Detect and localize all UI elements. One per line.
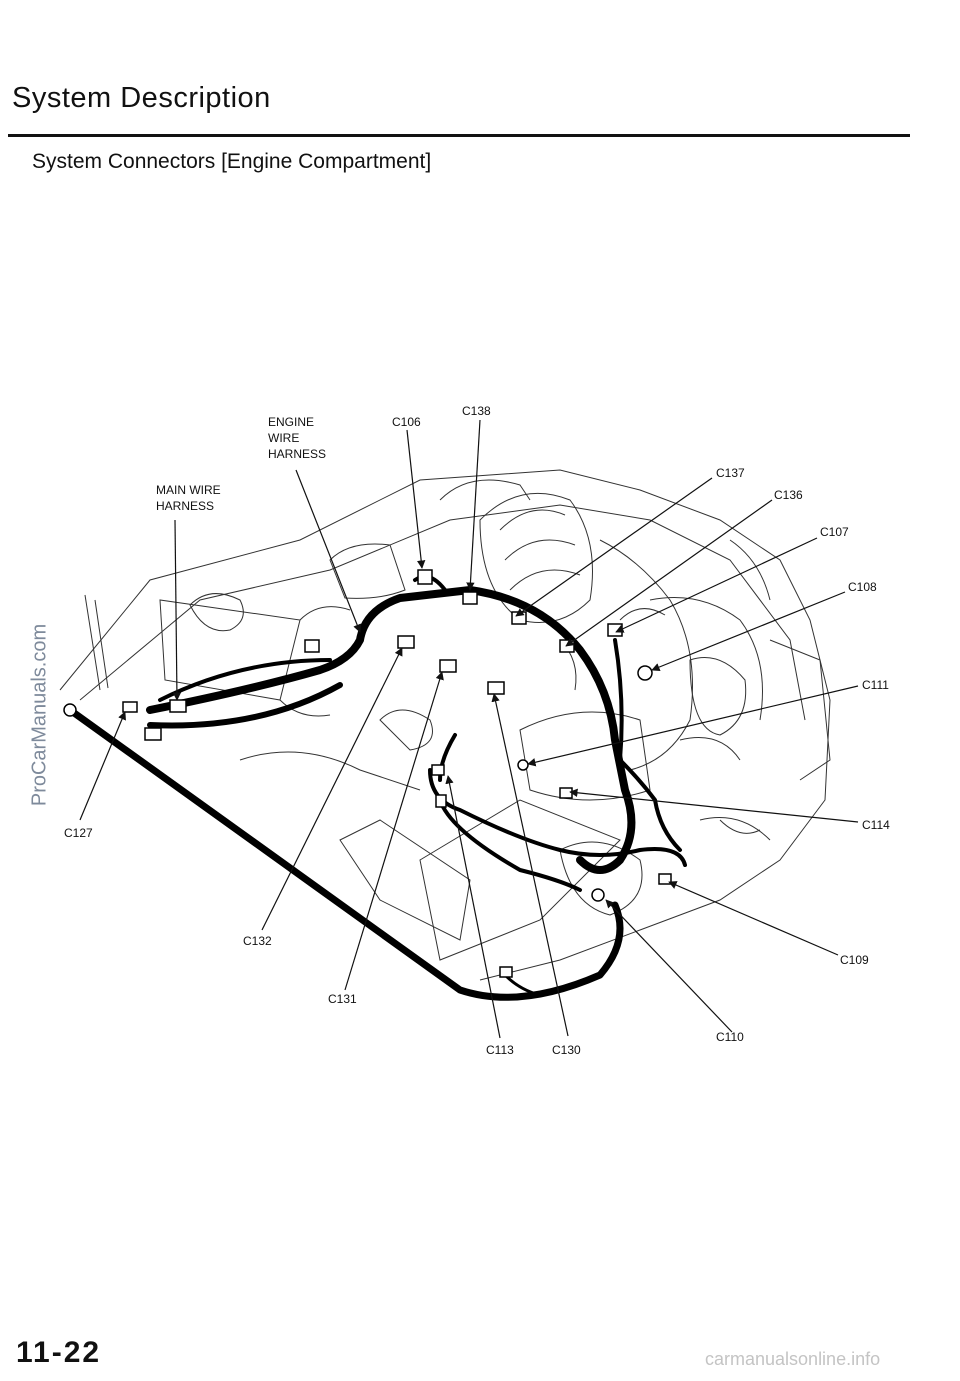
connector-label-c111: C111 (862, 678, 889, 692)
connector-label-c114: C114 (862, 818, 890, 832)
page-number: 11-22 (16, 1336, 102, 1369)
engine-outline (59, 469, 831, 981)
connector-label-c137: C137 (716, 466, 745, 480)
watermark-text: ProCarManuals.com (28, 623, 51, 807)
main-wire-harness-label-line-1: MAIN WIRE (156, 483, 221, 497)
title-divider (8, 134, 910, 137)
leader-lines (79, 419, 859, 1039)
connector-label-c132: C132 (243, 934, 272, 948)
engine-wire-harness-label: ENGINE WIRE HARNESS (268, 414, 326, 462)
connector-label-c110: C110 (716, 1030, 744, 1044)
connector-label-c138: C138 (462, 404, 491, 418)
watermark: ProCarManuals.com (20, 565, 60, 865)
section-subtitle: System Connectors [Engine Compartment] (32, 150, 432, 173)
connector-label-c108: C108 (848, 580, 877, 594)
engine-wire-harness-label-line-2: WIRE (268, 431, 300, 445)
connector-label-c130: C130 (552, 1043, 581, 1057)
main-wire-harness-label: MAIN WIRE HARNESS (156, 482, 221, 514)
footer-site-link[interactable]: carmanualsonline.info (705, 1349, 881, 1369)
page-title: System Description (12, 82, 271, 114)
engine-wire-harness-label-line-1: ENGINE (268, 415, 315, 429)
connector-label-c113: C113 (486, 1043, 514, 1057)
connector-label-c136: C136 (774, 488, 803, 502)
main-wire-harness-label-line-2: HARNESS (156, 499, 215, 513)
connector-label-c131: C131 (328, 992, 357, 1006)
wire-harness (66, 574, 687, 1001)
connector-label-c107: C107 (820, 525, 849, 539)
connector-label-c127: C127 (64, 826, 93, 840)
connector-label-c109: C109 (840, 953, 869, 967)
connector-label-c106: C106 (392, 415, 421, 429)
engine-wire-harness-label-line-3: HARNESS (268, 447, 327, 461)
